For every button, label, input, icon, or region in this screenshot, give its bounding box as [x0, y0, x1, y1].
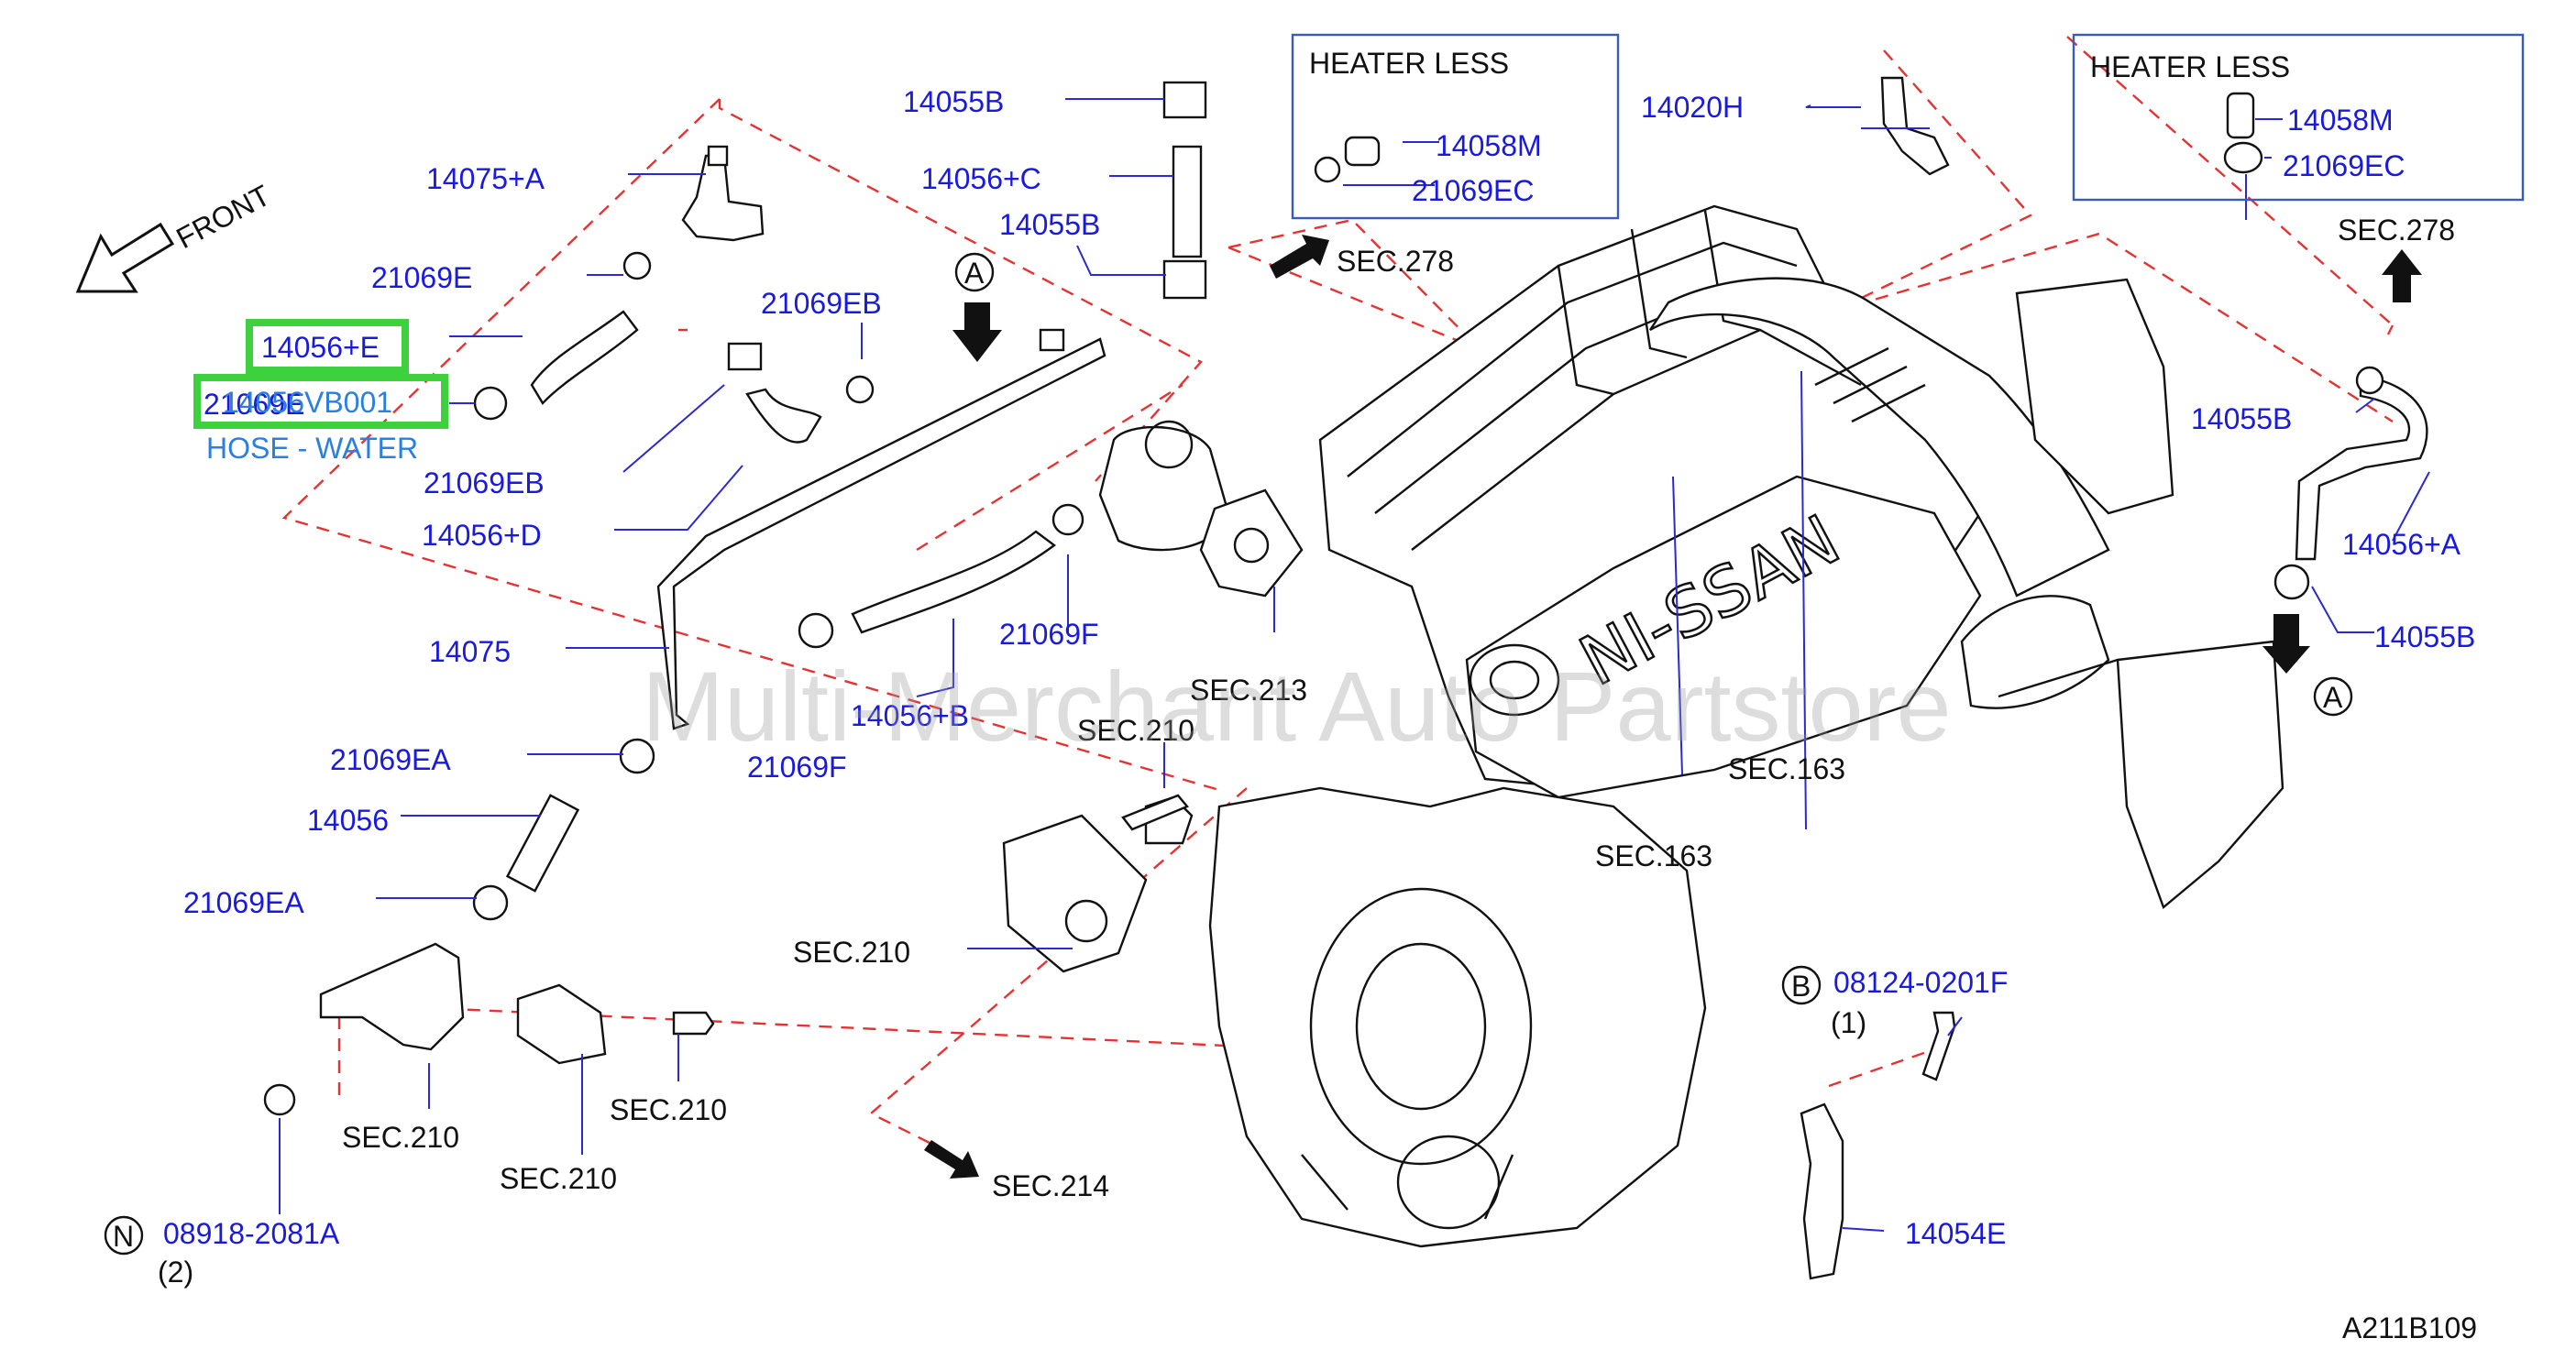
part-label-21069F: 21069F	[747, 751, 847, 784]
heater-less-box-1: HEATER LESS 14058M 21069EC	[1291, 33, 1620, 220]
part-label-21069EA: 21069EA	[330, 743, 451, 776]
part-labels: 14055B 14056+C 14055B 14075+A 21069E 210…	[158, 85, 2475, 1289]
section-ref-214: SEC.214	[992, 1169, 1109, 1202]
part-label-14056A: 14056+A	[2342, 528, 2461, 561]
part-label-14055B: 14055B	[2191, 402, 2292, 435]
arrow-down-right-icon	[2262, 614, 2310, 674]
part-label-21069F: 21069F	[999, 618, 1099, 651]
highlight-part-name: HOSE - WATER	[206, 432, 418, 465]
callout-n: N	[113, 1220, 134, 1253]
part-label-21069EB: 21069EB	[424, 466, 545, 499]
callout-a: A	[964, 257, 985, 290]
section-ref-210: SEC.210	[500, 1162, 617, 1195]
part-label-14056: 14056	[307, 804, 389, 837]
callout-b: B	[1791, 970, 1811, 1003]
part-qty-08124: (1)	[1831, 1006, 1866, 1039]
section-ref-210: SEC.210	[610, 1093, 727, 1126]
part-label-14055B: 14055B	[999, 208, 1100, 241]
hose-parts	[263, 76, 2428, 1116]
callout-a: A	[2323, 681, 2343, 714]
section-ref-213: SEC.213	[1190, 674, 1307, 707]
section-ref-163: SEC.163	[1595, 839, 1712, 872]
front-label: FRONT	[171, 179, 275, 256]
part-label-14056C: 14056+C	[921, 162, 1041, 195]
part-label-21069EA: 21069EA	[183, 886, 304, 919]
part-label-14056E[interactable]: 14056+E	[261, 331, 380, 364]
leader-lines	[279, 98, 2430, 1232]
part-label-21069E-overlap: 21069E	[204, 388, 304, 421]
part-qty-08918: (2)	[158, 1256, 193, 1289]
direction-arrows	[75, 222, 2422, 1179]
callout-a-circle	[954, 252, 995, 292]
section-ref-210: SEC.210	[1077, 714, 1194, 747]
arrow-up-icon	[2382, 249, 2422, 302]
arrow-right-icon	[1270, 235, 1329, 279]
part-label-08124-0201F: 08124-0201F	[1833, 966, 2008, 999]
heater-less-box-2: HEATER LESS 14058M 21069EC	[2072, 33, 2525, 202]
heater-less-title: HEATER LESS	[1309, 47, 1509, 80]
highlight-part-number[interactable]: 14056VB001	[223, 386, 392, 419]
highlighted-part[interactable]: 14056+E 21069E 14056VB001 HOSE - WATER	[193, 319, 448, 465]
part-label-21069EC: 21069EC	[2283, 149, 2405, 182]
arrow-sec214-icon	[924, 1140, 979, 1179]
callout-b-circle	[1781, 965, 1822, 1005]
part-label-14075A: 14075+A	[426, 162, 545, 195]
section-references: SEC.278 SEC.278 SEC.213 SEC.210 SEC.210 …	[342, 214, 2455, 1202]
section-ref-278: SEC.278	[1337, 245, 1454, 278]
part-label-21069E: 21069E	[371, 261, 472, 294]
part-label-14075: 14075	[429, 635, 511, 668]
diagram-code: A211B109	[2342, 1311, 2477, 1344]
arrow-down-icon	[952, 302, 1002, 362]
part-label-14058M: 14058M	[1436, 129, 1542, 162]
front-arrow-icon	[75, 222, 175, 293]
part-label-14055B: 14055B	[903, 85, 1004, 118]
part-label-14056D: 14056+D	[422, 519, 542, 552]
section-ref-210: SEC.210	[342, 1121, 459, 1154]
engine-assembly: NI-SSAN	[1002, 204, 2284, 1280]
part-label-21069EB: 21069EB	[761, 287, 882, 320]
highlight-box-14056E	[246, 319, 409, 374]
callouts: A A B N	[104, 252, 2353, 1256]
part-label-08918-2081A: 08918-2081A	[163, 1217, 340, 1250]
section-ref-278: SEC.278	[2338, 214, 2455, 247]
section-ref-163: SEC.163	[1728, 752, 1845, 785]
heater-less-title: HEATER LESS	[2090, 50, 2290, 83]
part-label-14058M: 14058M	[2287, 104, 2394, 137]
part-label-14055B: 14055B	[2374, 620, 2475, 653]
callout-a-circle	[2313, 676, 2353, 717]
watermark: Multi-Merchant Auto Partstore	[642, 651, 1952, 762]
part-label-21069EC: 21069EC	[1412, 174, 1534, 207]
part-label-14056B: 14056+B	[851, 699, 969, 732]
section-ref-210: SEC.210	[793, 936, 910, 969]
part-label-14020H: 14020H	[1641, 91, 1744, 124]
part-label-14054E: 14054E	[1905, 1217, 2006, 1250]
callout-n-circle	[104, 1215, 144, 1256]
highlight-box-14056VB001	[193, 374, 448, 429]
